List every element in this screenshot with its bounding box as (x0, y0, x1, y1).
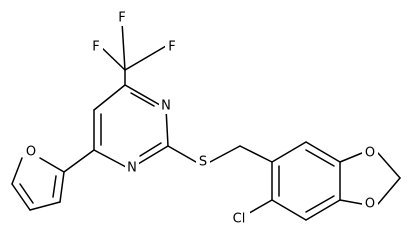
bond-ch2-o-bottom (377, 177, 401, 205)
atom-labels: F F F N N S O O O Cl (23, 10, 378, 227)
label-bg-s (196, 154, 210, 170)
bond-furan-c4-c3 (29, 201, 61, 211)
bond-benz-c2-c3-inner (305, 149, 335, 167)
bond-benz-o-bottom (339, 199, 363, 205)
bond-benz-c2-c3 (305, 141, 341, 163)
bond-c2-n3 (137, 145, 169, 165)
atom-nitrogen-3: N (127, 161, 137, 176)
bond-c5-c6 (93, 84, 126, 111)
bond-ch2-aryl (239, 145, 273, 163)
label-bg-f1 (115, 10, 129, 26)
bond-furan-o-c5 (11, 157, 23, 185)
bond-c7-f3 (124, 45, 167, 71)
bond-c2-n3-inner (139, 142, 162, 157)
atom-oxygen-dioxole-top: O (365, 146, 375, 161)
bond-n3-c4 (93, 149, 127, 168)
bond-furan-c5-c4-inner (19, 183, 34, 204)
atom-sulfur: S (199, 155, 207, 170)
bond-o-top-ch2 (377, 152, 401, 179)
bond-benz-c5-c6 (271, 199, 307, 221)
label-bg-n3 (125, 160, 139, 176)
atom-oxygen-dioxole-bottom: O (365, 197, 375, 212)
label-bg-f3 (165, 39, 179, 55)
bond-c7-f2 (99, 45, 126, 71)
bond-benz-o-top (339, 152, 363, 163)
bond-benz-c4-c5 (305, 199, 341, 221)
label-bg-o-furan (23, 144, 39, 160)
label-bg-o-dioxole-bottom (362, 196, 378, 212)
bond-benz-c1-c2 (271, 141, 307, 163)
bond-c6-n1 (124, 84, 161, 106)
atom-chlorine: Cl (233, 212, 246, 227)
bond-c2-s (167, 145, 197, 163)
atom-oxygen-furan: O (26, 145, 36, 160)
bond-furan-c5-c4 (11, 183, 31, 211)
atom-nitrogen-1: N (161, 99, 171, 114)
bond-furan-c3-c2 (59, 171, 65, 203)
atom-fluorine-2: F (92, 40, 99, 55)
atom-fluorine-3: F (168, 40, 175, 55)
bond-c7-f1 (121, 21, 126, 71)
bond-furan-c2-o (39, 157, 65, 173)
label-bg-cl (228, 211, 250, 227)
bond-furan-c3-c2-inner (52, 175, 57, 198)
atom-fluorine-1: F (118, 11, 125, 26)
bonds (11, 21, 401, 221)
label-bg-f2 (89, 39, 103, 55)
bond-c4-furan (63, 149, 95, 173)
bond-s-ch2 (209, 145, 241, 163)
bond-c6-n1-inner (130, 92, 155, 107)
label-bg-n1 (159, 98, 173, 114)
bond-benz-c4-c5-inner (305, 195, 335, 213)
bond-n1-c2 (165, 107, 169, 147)
label-bg-o-dioxole-top (362, 145, 378, 161)
